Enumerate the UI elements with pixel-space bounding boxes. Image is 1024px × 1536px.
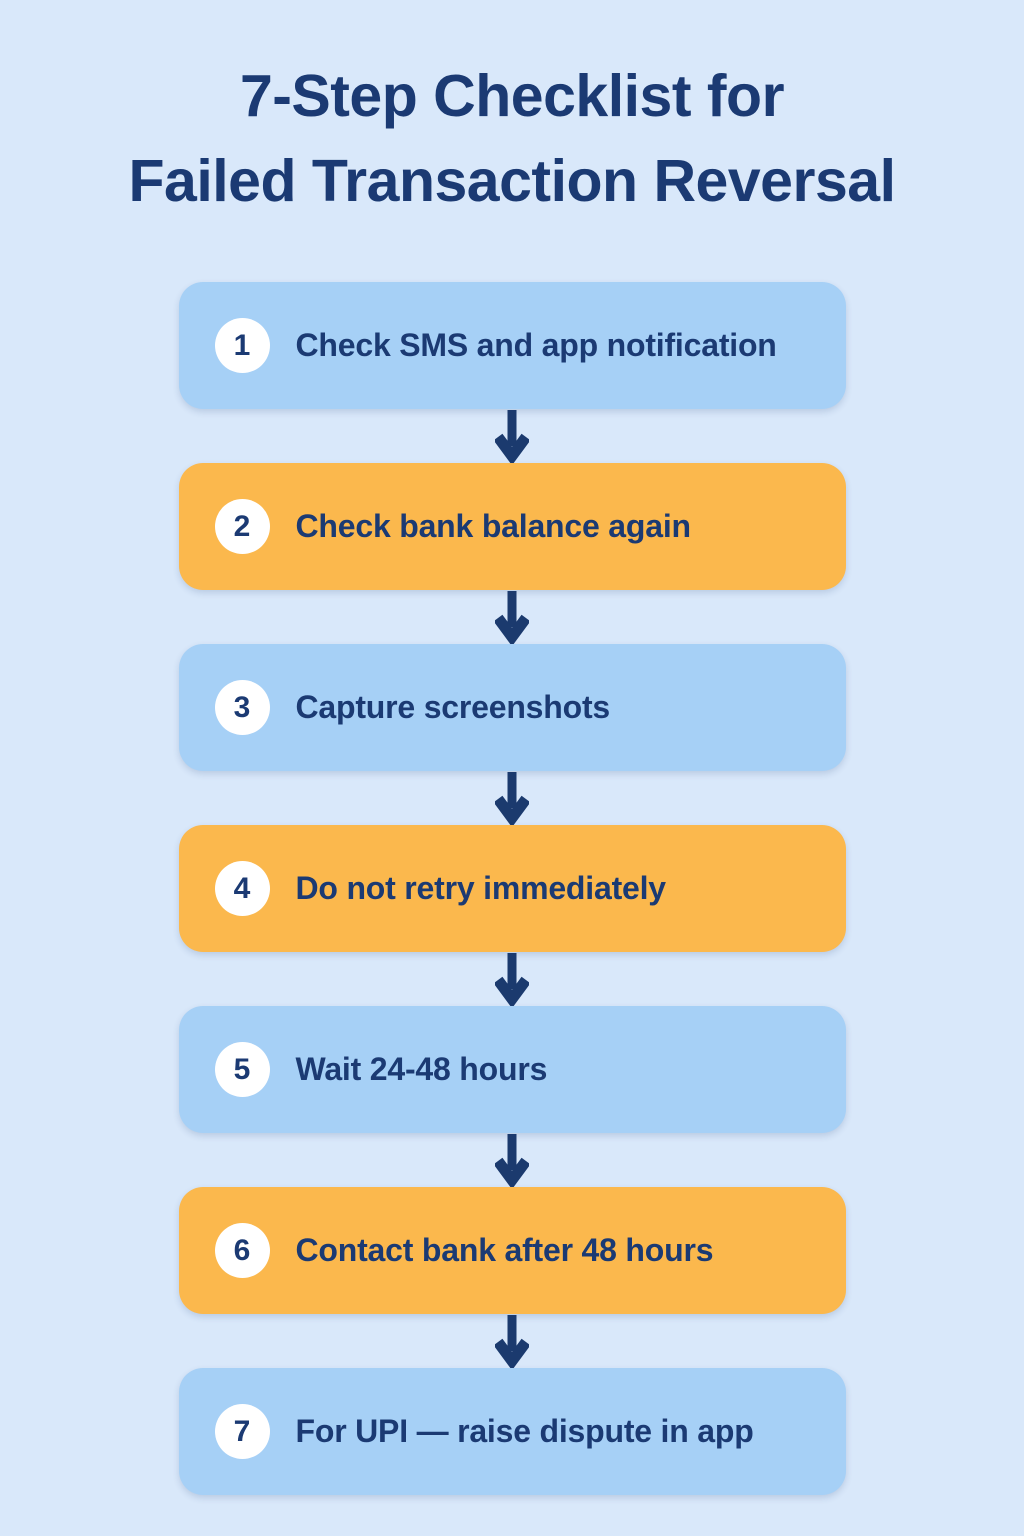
flow-connector [495, 409, 529, 463]
page-title-line1: 7-Step Checklist for [239, 63, 785, 129]
down-arrow-icon [495, 410, 529, 463]
step-number-badge: 1 [214, 318, 270, 373]
step-number-badge: 2 [214, 499, 270, 554]
page-title-line2: Failed Transaction Reversal [128, 148, 896, 214]
down-arrow-icon [495, 1134, 529, 1187]
step-box-5: 5 Wait 24-48 hours [178, 1006, 846, 1133]
down-arrow-icon [495, 953, 529, 1006]
down-arrow-icon [495, 591, 529, 644]
step-box-7: 7 For UPI — raise dispute in app [178, 1368, 846, 1495]
step-number-badge: 3 [214, 680, 270, 735]
step-label: Check bank balance again [295, 508, 692, 544]
step-number-badge: 4 [214, 861, 270, 916]
flow-connector [495, 771, 529, 825]
step-box-2: 2 Check bank balance again [178, 463, 846, 590]
step-label: Check SMS and app notification [295, 327, 777, 363]
flow-connector [495, 952, 529, 1006]
checklist-flow: 1 Check SMS and app notification 2 Check… [178, 282, 846, 1495]
step-box-6: 6 Contact bank after 48 hours [178, 1187, 846, 1314]
step-label: For UPI — raise dispute in app [295, 1413, 754, 1449]
flow-connector [495, 1314, 529, 1368]
down-arrow-icon [495, 772, 529, 825]
step-box-1: 1 Check SMS and app notification [178, 282, 846, 409]
step-label: Capture screenshots [295, 689, 611, 725]
down-arrow-icon [495, 1315, 529, 1368]
step-label: Do not retry immediately [295, 870, 667, 906]
step-box-3: 3 Capture screenshots [178, 644, 846, 771]
flow-connector [495, 1133, 529, 1187]
step-number-badge: 6 [214, 1223, 270, 1278]
step-number-badge: 5 [214, 1042, 270, 1097]
step-box-4: 4 Do not retry immediately [178, 825, 846, 952]
step-label: Contact bank after 48 hours [295, 1232, 714, 1268]
flow-connector [495, 590, 529, 644]
step-number-badge: 7 [214, 1404, 270, 1459]
page-title: 7-Step Checklist for Failed Transaction … [129, 54, 896, 224]
step-label: Wait 24-48 hours [295, 1051, 548, 1087]
